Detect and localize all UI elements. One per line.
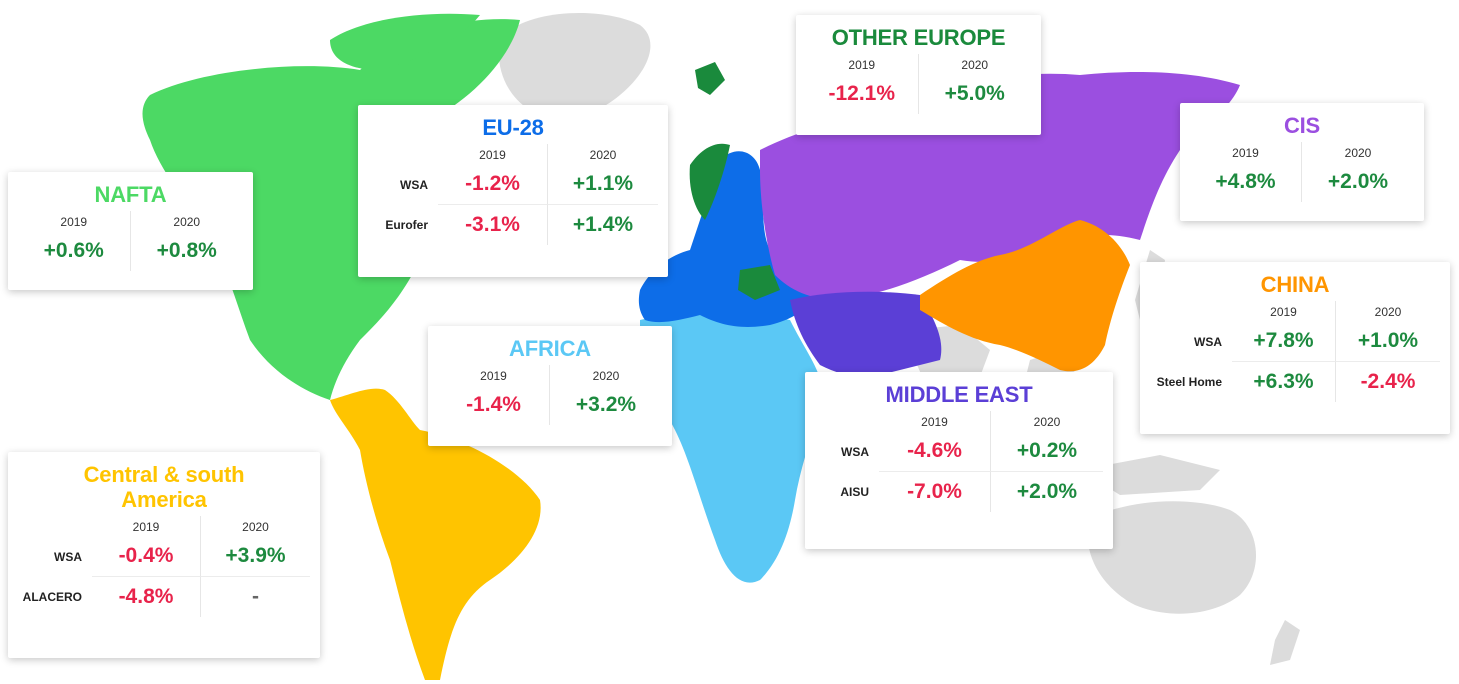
indonesia-shape bbox=[1080, 455, 1220, 495]
middle-east-source-wsa: WSA bbox=[841, 444, 869, 459]
china-steel-home-2020: -2.4% bbox=[1360, 370, 1416, 393]
middle-east-wsa-2019: -4.6% bbox=[879, 431, 991, 472]
eu28-header-2019: 2019 bbox=[438, 144, 548, 164]
eu28-table: 2019 2020 WSA -1.2% +1.1% Eurofer -3.1% … bbox=[368, 144, 658, 245]
central-south-america-wsa-2020: +3.9% bbox=[201, 536, 310, 577]
africa-value-2020: +3.2% bbox=[575, 393, 637, 416]
eu28-wsa-2019: -1.2% bbox=[438, 164, 548, 205]
nafta-card: NAFTA 2019 2020 +0.6% +0.8% bbox=[8, 172, 253, 290]
central-south-america-region bbox=[330, 388, 541, 680]
eu28-wsa-2020: +1.1% bbox=[548, 164, 658, 205]
cis-table: 2019 2020 +4.8% +2.0% bbox=[1190, 142, 1414, 202]
other-europe-value-2020: +5.0% bbox=[944, 82, 1005, 105]
eu28-eurofer-2020: +1.4% bbox=[572, 213, 634, 236]
other-europe-region bbox=[689, 143, 730, 220]
cis-header-2019: 2019 bbox=[1190, 142, 1302, 162]
africa-region bbox=[640, 312, 823, 583]
balkans-shape bbox=[738, 265, 780, 300]
rest-of-world bbox=[498, 12, 1300, 665]
central-south-america-header-2020: 2020 bbox=[242, 520, 269, 534]
nafta-table: 2019 2020 +0.6% +0.8% bbox=[18, 211, 243, 271]
central-south-america-source-wsa: WSA bbox=[54, 549, 82, 564]
eu28-title: EU-28 bbox=[482, 115, 544, 140]
africa-value-2019: -1.4% bbox=[438, 385, 550, 425]
africa-title: AFRICA bbox=[509, 336, 591, 361]
central-south-america-title: Central & south America bbox=[83, 462, 245, 512]
greenland-shape bbox=[498, 12, 651, 119]
eu28-eurofer-2019: -3.1% bbox=[438, 205, 548, 245]
australia-shape bbox=[1087, 501, 1257, 614]
eu28-source-wsa: WSA bbox=[400, 177, 428, 192]
cis-header-2020: 2020 bbox=[1344, 146, 1372, 160]
middle-east-card: MIDDLE EAST 2019 2020 WSA -4.6% +0.2% AI… bbox=[805, 372, 1113, 549]
middle-east-source-aisu: AISU bbox=[840, 485, 869, 499]
china-wsa-2020: +1.0% bbox=[1336, 321, 1440, 362]
other-europe-title: OTHER EUROPE bbox=[831, 25, 1006, 50]
cis-value-2019: +4.8% bbox=[1190, 162, 1302, 202]
china-source-steel-home: Steel Home bbox=[1156, 375, 1222, 389]
central-south-america-wsa-2019: -0.4% bbox=[92, 536, 201, 577]
middle-east-aisu-2019: -7.0% bbox=[879, 472, 991, 512]
other-europe-header-2020: 2020 bbox=[961, 58, 989, 72]
china-title: CHINA bbox=[1260, 272, 1330, 297]
central-south-america-header-2019: 2019 bbox=[92, 516, 201, 536]
africa-table: 2019 2020 -1.4% +3.2% bbox=[438, 365, 662, 425]
cis-card: CIS 2019 2020 +4.8% +2.0% bbox=[1180, 103, 1424, 221]
middle-east-header-2019: 2019 bbox=[879, 411, 991, 431]
cis-title: CIS bbox=[1283, 113, 1321, 138]
china-header-2020: 2020 bbox=[1374, 305, 1402, 319]
middle-east-aisu-2020: +2.0% bbox=[1016, 480, 1078, 503]
eu28-card: EU-28 2019 2020 WSA -1.2% +1.1% Eurofer … bbox=[358, 105, 668, 277]
middle-east-header-2020: 2020 bbox=[1033, 415, 1061, 429]
africa-header-2020: 2020 bbox=[592, 369, 620, 383]
china-card: CHINA 2019 2020 WSA +7.8% +1.0% Steel Ho… bbox=[1140, 262, 1450, 434]
other-europe-card: OTHER EUROPE 2019 2020 -12.1% +5.0% bbox=[796, 15, 1041, 135]
central-south-america-alacero-2019: -4.8% bbox=[92, 577, 201, 617]
svalbard-shape bbox=[695, 62, 725, 95]
china-header-2019: 2019 bbox=[1232, 301, 1336, 321]
china-table: 2019 2020 WSA +7.8% +1.0% Steel Home +6.… bbox=[1150, 301, 1440, 402]
nafta-value-2019: +0.6% bbox=[18, 231, 131, 271]
nafta-header-2019: 2019 bbox=[18, 211, 131, 231]
china-source-wsa: WSA bbox=[1194, 334, 1222, 349]
middle-east-table: 2019 2020 WSA -4.6% +0.2% AISU -7.0% +2.… bbox=[815, 411, 1103, 512]
central-south-america-alacero-2020: - bbox=[252, 585, 259, 608]
africa-header-2019: 2019 bbox=[438, 365, 550, 385]
china-wsa-2019: +7.8% bbox=[1232, 321, 1336, 362]
middle-east-wsa-2020: +0.2% bbox=[991, 431, 1103, 472]
cis-value-2020: +2.0% bbox=[1327, 170, 1389, 193]
africa-card: AFRICA 2019 2020 -1.4% +3.2% bbox=[428, 326, 672, 446]
eu28-header-2020: 2020 bbox=[589, 148, 617, 162]
other-europe-header-2019: 2019 bbox=[806, 54, 919, 74]
new-zealand-shape bbox=[1270, 620, 1300, 665]
nafta-title: NAFTA bbox=[94, 182, 167, 207]
arctic-islands-shape bbox=[330, 13, 480, 70]
central-south-america-source-alacero: ALACERO bbox=[22, 590, 82, 604]
central-south-america-card: Central & south America 2019 2020 WSA -0… bbox=[8, 452, 320, 658]
middle-east-region bbox=[790, 291, 942, 377]
other-europe-table: 2019 2020 -12.1% +5.0% bbox=[806, 54, 1031, 114]
middle-east-title: MIDDLE EAST bbox=[885, 382, 1033, 407]
china-steel-home-2019: +6.3% bbox=[1232, 362, 1336, 402]
other-europe-value-2019: -12.1% bbox=[806, 74, 919, 114]
nafta-header-2020: 2020 bbox=[173, 215, 201, 229]
nafta-value-2020: +0.8% bbox=[156, 239, 217, 262]
central-south-america-table: 2019 2020 WSA -0.4% +3.9% ALACERO -4.8% … bbox=[18, 516, 310, 617]
eu28-source-eurofer: Eurofer bbox=[385, 218, 428, 232]
china-region bbox=[920, 220, 1130, 372]
